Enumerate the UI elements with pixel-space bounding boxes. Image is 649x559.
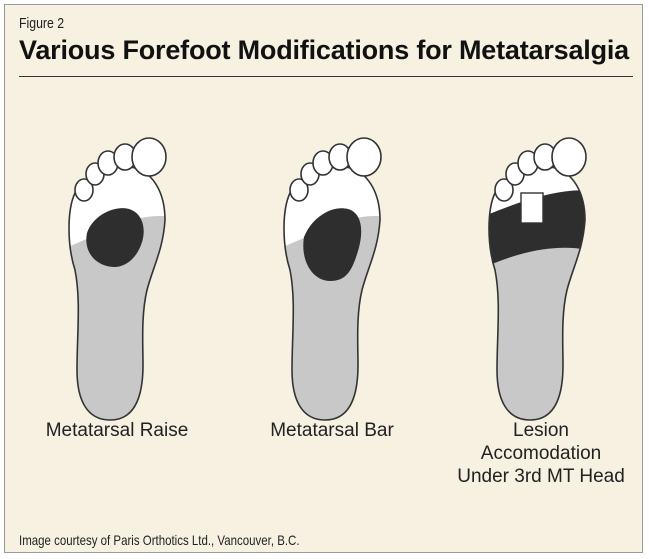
foot-metatarsal-bar xyxy=(270,138,400,435)
foot-lesion-accomodation xyxy=(475,138,605,435)
caption-line: Metatarsal Bar xyxy=(232,419,432,442)
caption-line: Under 3rd MT Head xyxy=(441,465,641,488)
lesion-cutout xyxy=(521,193,543,223)
foot-metatarsal-raise xyxy=(55,138,185,435)
caption-lesion-accomodation: Lesion Accomodation Under 3rd MT Head xyxy=(441,419,641,488)
caption-line: Metatarsal Raise xyxy=(17,419,217,442)
image-credit: Image courtesy of Paris Orthotics Ltd., … xyxy=(19,532,300,548)
caption-line: Lesion xyxy=(441,419,641,442)
caption-metatarsal-raise: Metatarsal Raise xyxy=(17,419,217,442)
caption-line: Accomodation xyxy=(441,442,641,465)
figure-panel: Figure 2 Various Forefoot Modifications … xyxy=(4,4,643,553)
caption-metatarsal-bar: Metatarsal Bar xyxy=(232,419,432,442)
